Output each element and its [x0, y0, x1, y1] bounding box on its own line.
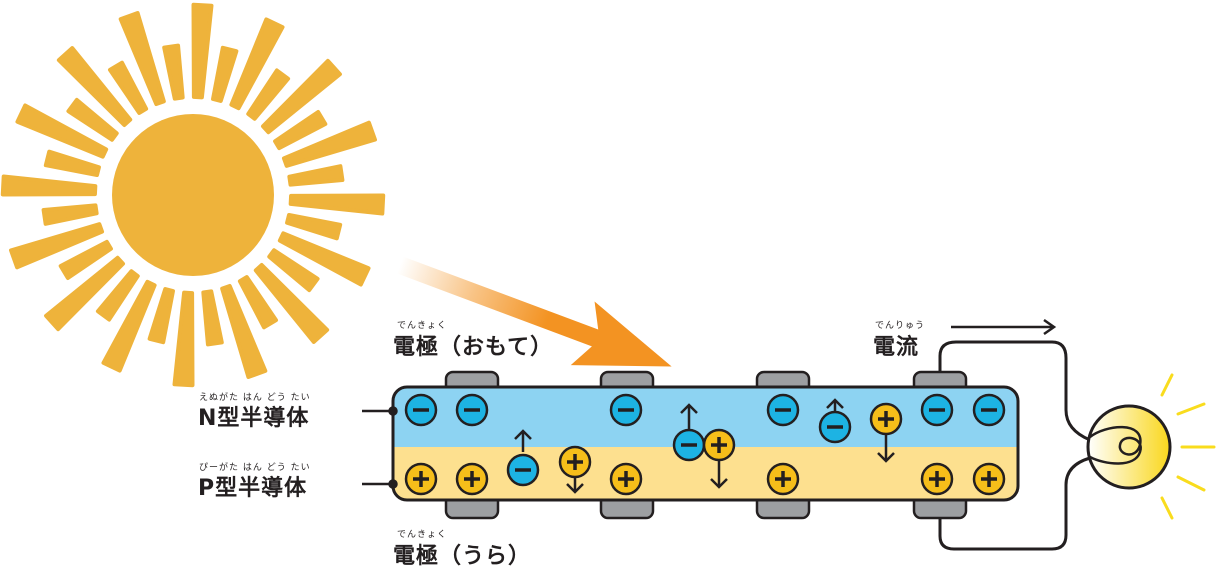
charge-particles — [404, 393, 1006, 496]
hole — [455, 462, 489, 496]
sun-ray — [118, 11, 166, 107]
n-type-label: N型半導体 — [198, 406, 310, 431]
light-ray — [1160, 373, 1174, 397]
hole — [702, 428, 736, 462]
sun-ray — [41, 203, 99, 226]
current-direction-arrow-icon — [951, 318, 1057, 336]
sun-ray — [285, 213, 343, 241]
light-bulb-icon — [1086, 373, 1216, 520]
sun-ray — [0, 174, 98, 197]
sun-ray — [273, 109, 328, 151]
front-electrode-ruby: でんきょく — [397, 321, 448, 331]
sun-ray — [56, 46, 133, 128]
sun-ray — [43, 149, 101, 177]
sun-ray — [95, 269, 140, 322]
sun-ray — [281, 120, 377, 168]
light-ray — [1176, 475, 1206, 492]
sun-ray — [66, 97, 119, 142]
sunlight-arrow-icon — [396, 256, 672, 367]
down-arrow-icon — [566, 476, 584, 494]
sun-ray — [220, 283, 268, 379]
wire-bottom — [938, 456, 1091, 551]
current-ruby: でんりゅう — [875, 321, 926, 331]
up-arrow-icon — [514, 429, 532, 452]
sun-ray — [101, 279, 157, 373]
circuit-wire — [938, 340, 1091, 551]
electron — [920, 393, 954, 427]
current-label: 電流 — [873, 335, 920, 360]
sun-ray — [147, 287, 175, 345]
p-type-layer — [393, 447, 1018, 500]
sun-ray — [260, 58, 342, 135]
front-electrode-label: 電極（おもて） — [393, 335, 554, 360]
sun-ray — [15, 103, 109, 159]
electron — [672, 428, 706, 462]
sun-ray — [211, 45, 239, 103]
electron — [506, 453, 540, 487]
hole — [766, 462, 800, 496]
sun-ray — [288, 193, 386, 216]
sun-ray — [172, 290, 195, 388]
sun-disc — [112, 114, 274, 276]
hole — [869, 402, 903, 436]
sun-ray — [237, 275, 279, 330]
electron — [609, 393, 643, 427]
semiconductor-panel — [391, 385, 1020, 502]
hole — [609, 462, 643, 496]
wire-top — [938, 340, 1091, 442]
up-arrow-icon — [680, 403, 698, 430]
electron — [404, 393, 438, 427]
sun-ray — [277, 231, 371, 287]
hole — [404, 462, 438, 496]
back-electrode-label: 電極（うら） — [393, 544, 532, 569]
bulb-filament — [1089, 425, 1142, 465]
down-arrow-icon — [877, 434, 895, 463]
hole — [920, 462, 954, 496]
sun-ray — [246, 68, 291, 121]
electron — [455, 393, 489, 427]
sun-ray — [162, 43, 185, 101]
sun-ray — [229, 17, 285, 111]
sun-ray — [58, 239, 113, 281]
sun-ray — [253, 262, 330, 344]
n-type-ruby: えぬがた はん どう たい — [199, 393, 311, 403]
sun-ray — [287, 164, 345, 187]
sun-ray — [201, 289, 224, 347]
electron — [972, 393, 1006, 427]
down-arrow-icon — [710, 460, 728, 489]
hole — [558, 445, 592, 479]
p-type-label: P型半導体 — [198, 476, 308, 501]
back-electrode-ruby: でんきょく — [397, 530, 448, 540]
hole — [972, 462, 1006, 496]
sun-ray — [44, 255, 126, 332]
sun-ray — [107, 60, 149, 115]
label-leader-lines — [362, 406, 398, 489]
light-ray — [1176, 402, 1206, 416]
electron — [818, 410, 852, 444]
sun-icon — [0, 2, 386, 388]
p-type-ruby: ぴーがた はん どう たい — [199, 463, 311, 473]
sun-ray — [267, 248, 320, 293]
sun-ray — [191, 2, 214, 100]
light-ray — [1160, 496, 1174, 520]
electron — [766, 393, 800, 427]
sun-ray — [9, 222, 105, 270]
